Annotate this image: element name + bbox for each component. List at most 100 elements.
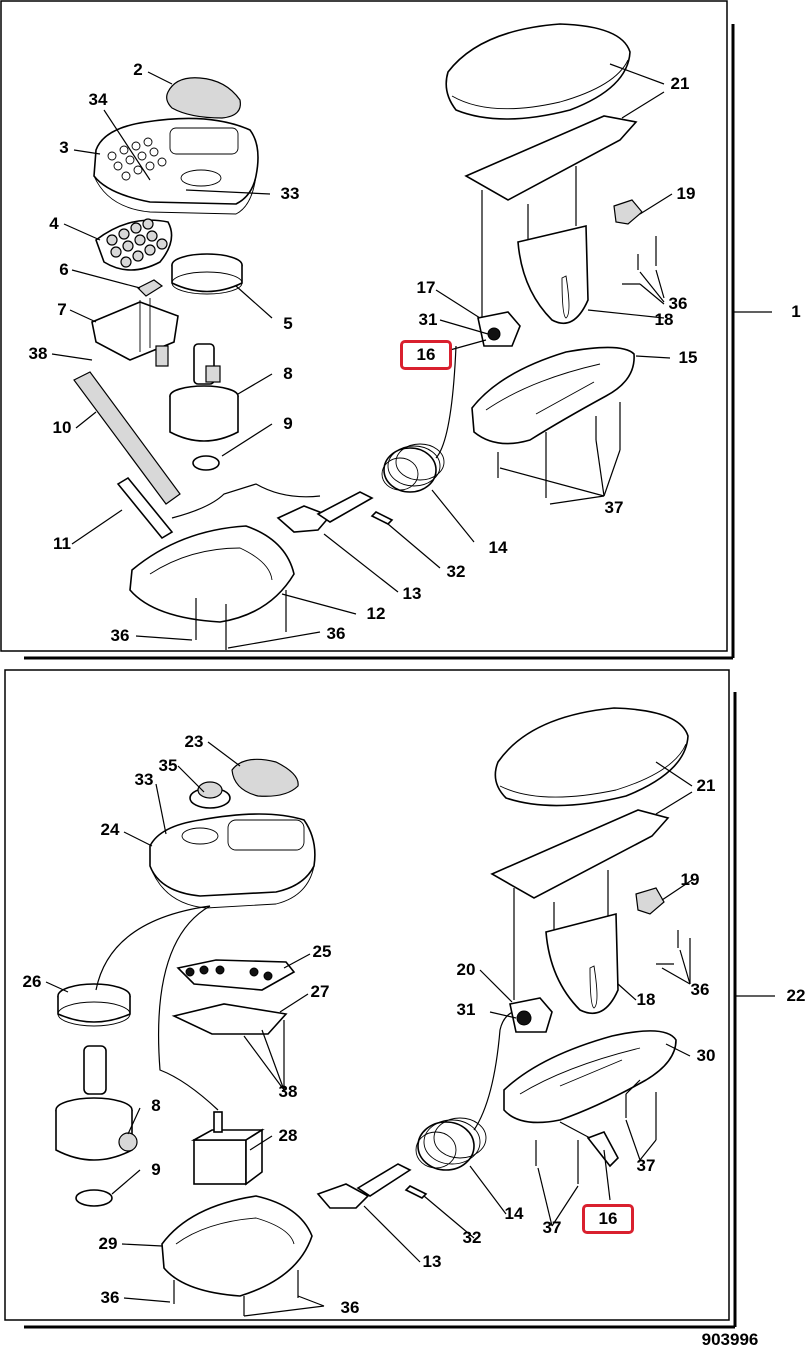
part-31-bearing: [487, 327, 501, 341]
callout-18-p2: 18: [636, 990, 656, 1009]
callout-16-highlight: [400, 340, 452, 370]
callout-17: 17: [416, 278, 436, 297]
callout-32-p2: 32: [462, 1228, 482, 1247]
callout-38-p2: 38: [278, 1082, 298, 1101]
part-20-block: [509, 997, 553, 1033]
part-28-block: [190, 1111, 265, 1186]
callout-6: 6: [59, 260, 69, 279]
part-29-base: [161, 1195, 313, 1297]
callout-21-p2: 21: [696, 776, 716, 795]
callout-31-p2: 31: [456, 1000, 476, 1019]
callout-7: 7: [57, 300, 67, 319]
callout-37-p2-right: 37: [636, 1156, 656, 1175]
callout-4: 4: [49, 214, 59, 233]
part-10-strip: [73, 371, 181, 505]
leader-lines: [45, 63, 693, 1317]
part-15-housing: [471, 346, 635, 445]
part-18-bracket: [517, 224, 589, 325]
part-21-pad-p2: [494, 707, 689, 807]
callout-14-p2: 14: [504, 1204, 524, 1223]
panel-2-frame: [4, 669, 775, 1329]
part-24-cover: [149, 813, 316, 897]
callout-8: 8: [283, 364, 293, 383]
callout-27: 27: [310, 982, 330, 1001]
callout-31: 31: [418, 310, 438, 329]
callout-9-p2: 9: [151, 1160, 161, 1179]
callout-5: 5: [283, 314, 293, 333]
part-9-disc: [192, 455, 220, 471]
callout-38: 38: [28, 344, 48, 363]
part-14-bellows: [381, 443, 445, 493]
callout-26: 26: [22, 972, 42, 991]
part-11-tube: [116, 476, 174, 540]
part-8-motor-p2: [55, 1045, 138, 1161]
callout-37-p2-left: 37: [542, 1218, 562, 1237]
part-23-cap: [231, 758, 299, 797]
part-2-cap: [166, 77, 241, 119]
callout-29: 29: [98, 1234, 118, 1253]
figure-id: 903996: [701, 1330, 759, 1349]
part-18-bracket-p2: [545, 912, 619, 1015]
callout-32: 32: [446, 562, 466, 581]
part-21-pad: [445, 23, 631, 120]
part-31-bearing-p2: [516, 1010, 532, 1026]
callout-16: 16: [416, 345, 436, 364]
callout-36-p2-top: 36: [690, 980, 710, 999]
callout-14: 14: [488, 538, 508, 557]
part-25-board: [176, 959, 296, 991]
part-9-disc-p2: [75, 1189, 113, 1207]
callout-16-p2-highlight: [582, 1204, 634, 1234]
callout-19-p2: 19: [680, 870, 700, 889]
callout-33-p2: 33: [134, 770, 154, 789]
callout-10: 10: [52, 418, 72, 437]
callout-36-bottom-right: 36: [326, 624, 346, 643]
callout-19: 19: [676, 184, 696, 203]
panel-1-frame: [0, 0, 772, 660]
part-19-clip-p2: [635, 887, 665, 915]
callout-2: 2: [133, 60, 143, 79]
callout-13: 13: [402, 584, 422, 603]
callout-35: 35: [158, 756, 178, 775]
callout-36-right: 36: [668, 294, 688, 313]
callout-23: 23: [184, 732, 204, 751]
assembly-label-1: 1: [791, 302, 801, 321]
callout-12: 12: [366, 604, 386, 623]
callout-36-bottom-left: 36: [110, 626, 130, 645]
callout-36-p2-right: 36: [340, 1298, 360, 1317]
callout-8-p2: 8: [151, 1096, 161, 1115]
callout-16-p2: 16: [598, 1209, 618, 1228]
callout-28: 28: [278, 1126, 298, 1145]
part-16-sensor: [586, 1131, 619, 1168]
callout-20: 20: [456, 960, 476, 979]
part-5-ring: [171, 253, 243, 295]
callout-24: 24: [100, 820, 120, 839]
callout-13-p2: 13: [422, 1252, 442, 1271]
assembly-label-22: 22: [786, 986, 806, 1005]
callout-21: 21: [670, 74, 690, 93]
part-19-clip: [613, 199, 643, 225]
part-14-bellows-p2: [415, 1117, 487, 1171]
part-13-shaft: [276, 505, 332, 533]
callout-11: 11: [53, 534, 71, 553]
callout-34: 34: [88, 90, 108, 109]
part-8-motor: [155, 343, 239, 442]
part-35-knob: [189, 781, 231, 809]
callout-15: 15: [678, 348, 698, 367]
part-32-pin-p2: [404, 1185, 428, 1199]
part-6-bracket: [136, 279, 164, 297]
callout-37: 37: [604, 498, 624, 517]
callout-9: 9: [283, 414, 293, 433]
callout-33: 33: [280, 184, 300, 203]
part-26-ring: [57, 983, 131, 1027]
callout-3: 3: [59, 138, 69, 157]
part-27-plate: [171, 1003, 288, 1035]
part-12-base: [129, 525, 295, 623]
callout-30: 30: [696, 1046, 716, 1065]
part-13-shaft-p2: [316, 1183, 370, 1209]
callout-25: 25: [312, 942, 332, 961]
callout-18: 18: [654, 310, 674, 329]
part-30-housing: [503, 1030, 677, 1124]
callout-36-p2-left: 36: [100, 1288, 120, 1307]
